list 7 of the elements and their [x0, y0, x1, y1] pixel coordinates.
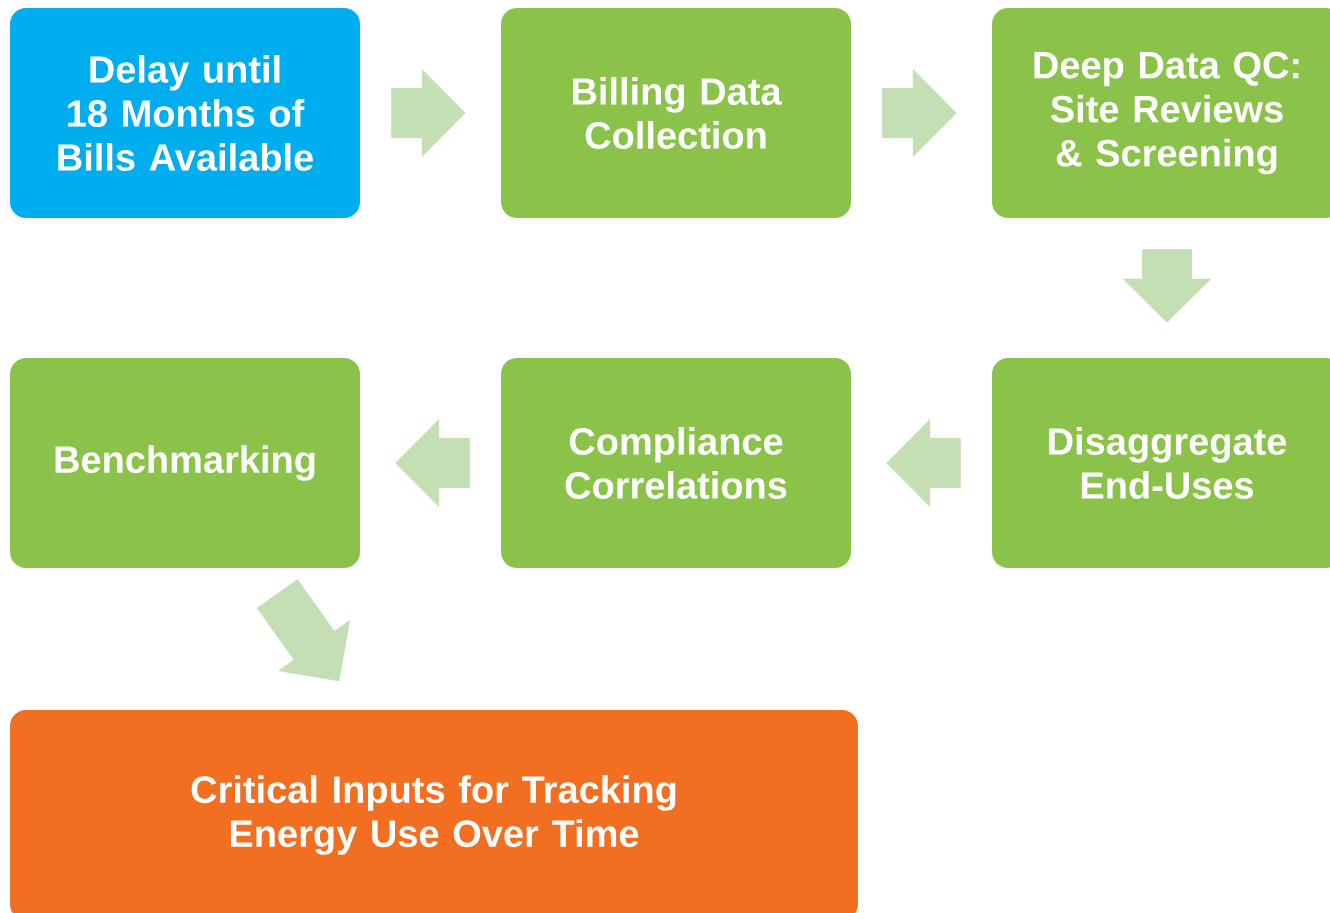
- process-box: Billing Data Collection: [501, 8, 851, 218]
- process-box: Disaggregate End-Uses: [992, 358, 1330, 568]
- process-box: Critical Inputs for Tracking Energy Use Over Time: [10, 710, 858, 913]
- process-box: Delay until 18 Months of Bills Available: [10, 8, 360, 218]
- process-box: Deep Data QC: Site Reviews & Screening: [992, 8, 1330, 218]
- process-box: Benchmarking: [10, 358, 360, 568]
- process-box: Compliance Correlations: [501, 358, 851, 568]
